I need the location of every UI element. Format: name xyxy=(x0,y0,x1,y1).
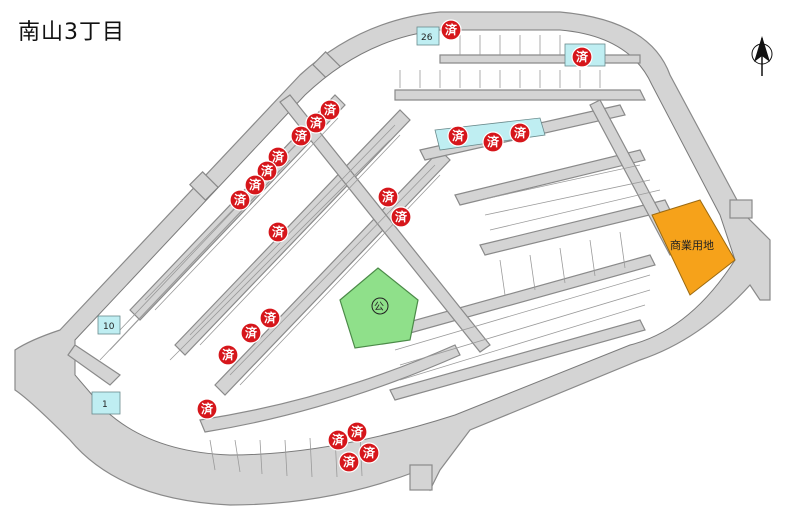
svg-text:済: 済 xyxy=(222,347,235,362)
svg-text:済: 済 xyxy=(261,163,274,178)
sold-marker: 済 xyxy=(327,429,349,451)
svg-text:済: 済 xyxy=(245,325,258,340)
svg-text:済: 済 xyxy=(343,454,356,469)
sold-marker: 済 xyxy=(267,221,289,243)
svg-text:済: 済 xyxy=(272,149,285,164)
sold-marker: 済 xyxy=(338,451,360,473)
svg-text:済: 済 xyxy=(576,49,589,64)
sold-marker: 済 xyxy=(571,46,593,68)
svg-text:済: 済 xyxy=(249,177,262,192)
sold-marker: 済 xyxy=(509,122,531,144)
sold-marker: 済 xyxy=(244,174,266,196)
svg-text:済: 済 xyxy=(295,128,308,143)
svg-text:済: 済 xyxy=(395,209,408,224)
vacant-lot-1 xyxy=(91,391,121,415)
sold-marker: 済 xyxy=(346,421,368,443)
svg-text:公: 公 xyxy=(374,302,384,313)
vacant-lot-26 xyxy=(416,26,440,46)
sold-marker: 済 xyxy=(196,398,218,420)
sold-marker: 済 xyxy=(390,206,412,228)
svg-text:済: 済 xyxy=(487,134,500,149)
svg-text:済: 済 xyxy=(452,128,465,143)
lot-number-26: 26 xyxy=(421,33,433,43)
svg-text:済: 済 xyxy=(324,102,337,117)
svg-text:済: 済 xyxy=(332,432,345,447)
commercial-label: 商業用地 xyxy=(670,238,714,252)
road-stub xyxy=(409,464,433,491)
vacant-lot-10 xyxy=(97,315,121,335)
sold-marker: 済 xyxy=(377,186,399,208)
commercial-land xyxy=(651,199,736,296)
sold-marker: 済 xyxy=(358,442,380,464)
sold-markers: 済済済済済済済済済済済済済済済済済済済済済済済 xyxy=(196,19,593,473)
svg-text:済: 済 xyxy=(351,424,364,439)
map-title: 南山3丁目 xyxy=(18,20,125,45)
svg-text:済: 済 xyxy=(234,192,247,207)
sold-marker: 済 xyxy=(447,125,469,147)
sold-marker: 済 xyxy=(440,19,462,41)
park-symbol-icon: 公 xyxy=(371,297,389,315)
sold-marker: 済 xyxy=(229,189,251,211)
sold-marker: 済 xyxy=(240,322,262,344)
sold-marker: 済 xyxy=(267,146,289,168)
svg-text:済: 済 xyxy=(382,189,395,204)
north-arrow-icon xyxy=(751,36,773,76)
sold-marker: 済 xyxy=(259,307,281,329)
sold-marker: 済 xyxy=(319,99,341,121)
svg-text:済: 済 xyxy=(272,224,285,239)
sold-marker: 済 xyxy=(290,125,312,147)
road-stub xyxy=(729,199,753,219)
svg-text:済: 済 xyxy=(445,22,458,37)
sold-marker: 済 xyxy=(482,131,504,153)
sold-marker: 済 xyxy=(305,112,327,134)
lot-number-1: 1 xyxy=(102,400,108,410)
sold-marker: 済 xyxy=(256,160,278,182)
svg-text:済: 済 xyxy=(514,125,527,140)
sold-marker: 済 xyxy=(217,344,239,366)
svg-text:済: 済 xyxy=(201,401,214,416)
svg-text:済: 済 xyxy=(310,115,323,130)
svg-text:済: 済 xyxy=(264,310,277,325)
svg-text:済: 済 xyxy=(363,445,376,460)
lot-number-10: 10 xyxy=(103,322,115,332)
